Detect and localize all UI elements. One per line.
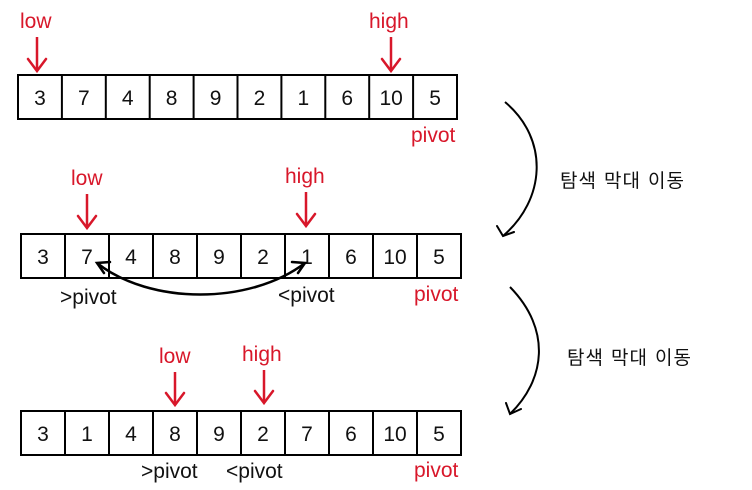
array-cell-value: 3 bbox=[34, 87, 46, 110]
swap-arc bbox=[96, 262, 306, 296]
row2-lt-pivot-label: <pivot bbox=[278, 284, 335, 307]
row2-low-arrow-head bbox=[76, 214, 98, 231]
swap-arrowhead-right bbox=[290, 260, 308, 275]
row1-low-arrow-head bbox=[26, 57, 48, 74]
array-cell-value: 5 bbox=[433, 423, 445, 446]
array-cell-value: 2 bbox=[254, 87, 266, 110]
array-cell-value: 2 bbox=[257, 423, 269, 446]
array-cell-value: 7 bbox=[78, 87, 90, 110]
row2-high-label: high bbox=[285, 165, 325, 188]
transition2-label: 탐색 막대 이동 bbox=[567, 347, 692, 369]
row3-lt-pivot-label: <pivot bbox=[226, 460, 283, 483]
array-cell-value: 3 bbox=[37, 246, 49, 269]
array-cell-value: 1 bbox=[298, 87, 310, 110]
array-cell-value: 8 bbox=[166, 87, 178, 110]
array-cell-value: 8 bbox=[169, 246, 181, 269]
array-cell-value: 3 bbox=[37, 423, 49, 446]
row2-gt-pivot-label: >pivot bbox=[60, 286, 117, 309]
row3-pivot-label: pivot bbox=[414, 459, 459, 482]
array-cell-value: 7 bbox=[81, 246, 93, 269]
row3-high-label: high bbox=[242, 343, 282, 366]
array-cell-value: 9 bbox=[213, 423, 225, 446]
row3-gt-pivot-label: >pivot bbox=[141, 460, 198, 483]
row3-low-arrow-head bbox=[164, 391, 186, 408]
array-cell-value: 5 bbox=[429, 87, 441, 110]
array-cell-value: 10 bbox=[383, 246, 406, 269]
transition1-arrow bbox=[502, 101, 538, 237]
array-cell-value: 10 bbox=[383, 423, 406, 446]
array-cell-value: 6 bbox=[345, 246, 357, 269]
row1-low-label: low bbox=[20, 10, 52, 33]
transition2-arrow bbox=[509, 286, 540, 415]
array-cell-value: 6 bbox=[345, 423, 357, 446]
array-cell-value: 1 bbox=[81, 423, 93, 446]
array-cell-value: 9 bbox=[210, 87, 222, 110]
array-cell-value: 7 bbox=[301, 423, 313, 446]
array-cell-value: 5 bbox=[433, 246, 445, 269]
row1-high-label: high bbox=[369, 10, 409, 33]
array-cell-value: 10 bbox=[379, 87, 402, 110]
swap-arrowhead-left bbox=[94, 260, 112, 275]
transition1-arrowhead bbox=[496, 225, 515, 238]
array-cell-value: 4 bbox=[122, 87, 134, 110]
array-cell-value: 4 bbox=[125, 246, 137, 269]
array-cell-value: 6 bbox=[341, 87, 353, 110]
row1-high-arrow-head bbox=[380, 57, 402, 74]
array-cell-value: 4 bbox=[125, 423, 137, 446]
row2-low-label: low bbox=[71, 167, 103, 190]
row3-low-label: low bbox=[159, 345, 191, 368]
array-cell-value: 1 bbox=[301, 246, 313, 269]
array-cell-value: 2 bbox=[257, 246, 269, 269]
row3-high-arrow-head bbox=[253, 389, 275, 406]
row1-pivot-label: pivot bbox=[411, 124, 456, 147]
row2-pivot-label: pivot bbox=[414, 283, 459, 306]
transition1-label: 탐색 막대 이동 bbox=[560, 170, 685, 192]
row2-high-arrow-head bbox=[295, 212, 317, 229]
array-cell-value: 8 bbox=[169, 423, 181, 446]
transition2-arrowhead bbox=[505, 402, 522, 416]
array-cell-value: 9 bbox=[213, 246, 225, 269]
